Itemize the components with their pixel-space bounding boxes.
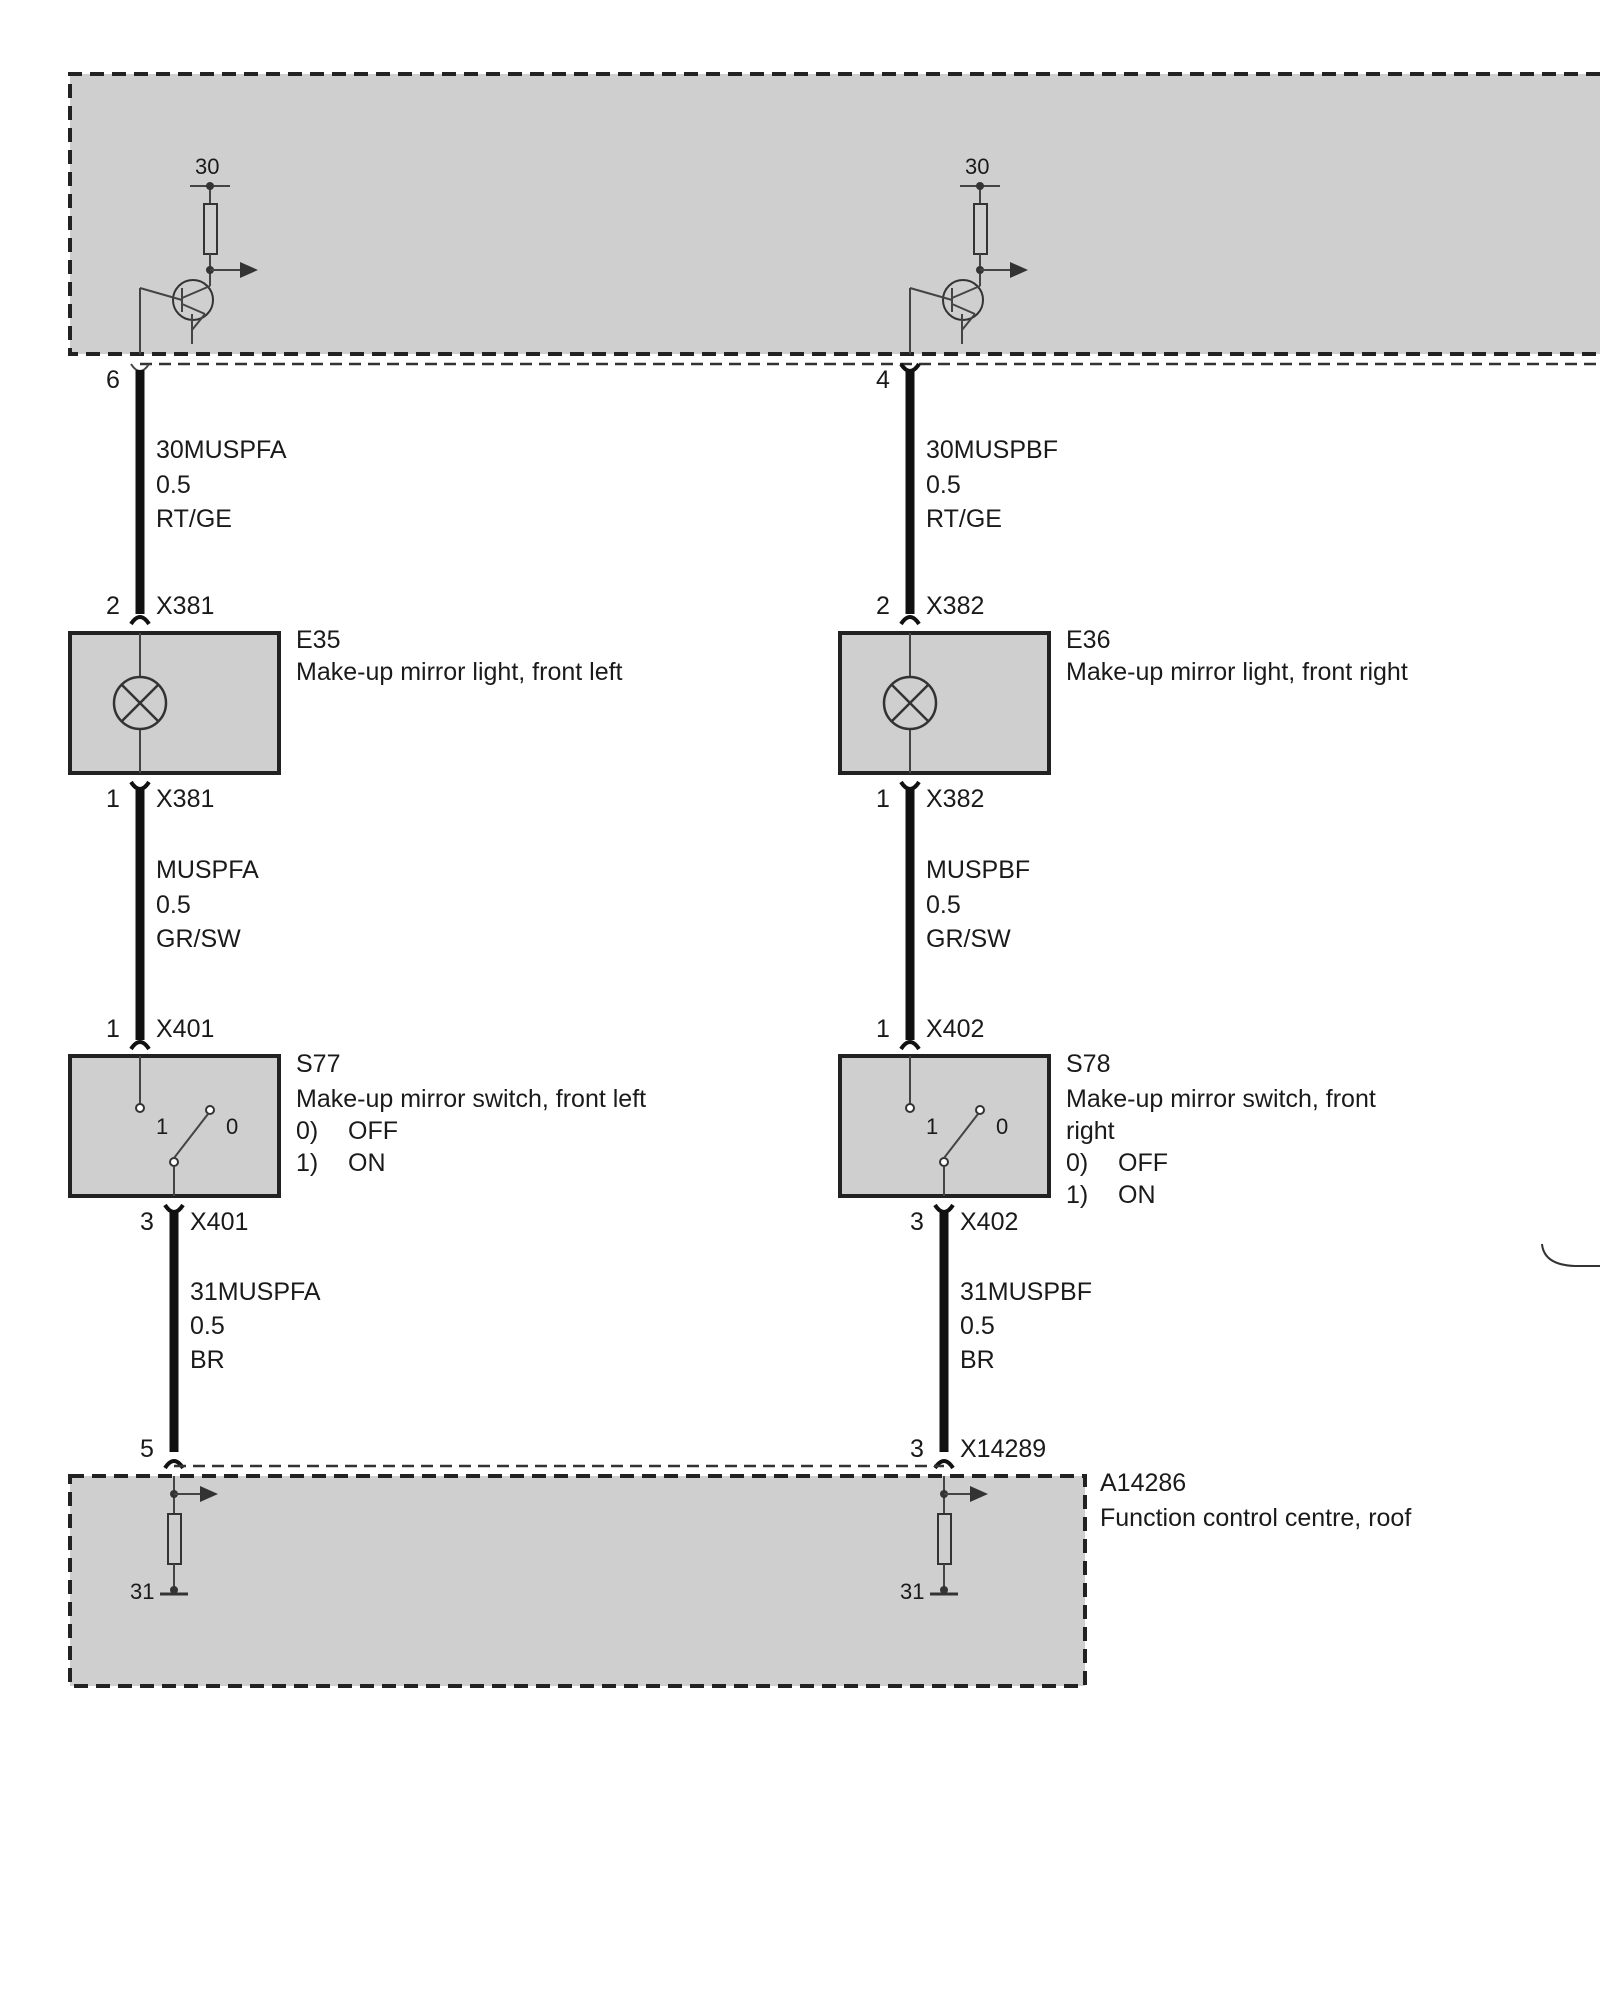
- sense-circuit-left: 31: [130, 1476, 218, 1604]
- component-id: A14286: [1100, 1469, 1186, 1497]
- ground-label: 31: [130, 1579, 154, 1604]
- contact-label: 0: [996, 1114, 1008, 1139]
- connector-label: X381: [156, 592, 214, 620]
- wire-color: GR/SW: [926, 925, 1011, 953]
- pin-label: 6: [106, 366, 120, 394]
- ground-label: 31: [900, 1579, 924, 1604]
- component-desc: Make-up mirror switch, front left: [296, 1085, 646, 1113]
- lamp-e35: [68, 631, 281, 775]
- pin-label: 1: [106, 785, 120, 813]
- supply-label-right: 30: [965, 154, 989, 179]
- component-desc: Make-up mirror light, front right: [1066, 658, 1408, 686]
- connector-label: X14289: [960, 1435, 1046, 1463]
- bottom-control-unit: A14286 Function control centre, roof 31 …: [68, 1464, 1411, 1688]
- pin-label: 1: [106, 1015, 120, 1043]
- wire-name: MUSPFA: [156, 856, 259, 884]
- wire-name: 31MUSPFA: [190, 1278, 321, 1306]
- pin-label: 3: [910, 1435, 924, 1463]
- component-id: S78: [1066, 1050, 1110, 1078]
- connector-label: X382: [926, 592, 984, 620]
- lamp-e36: [838, 631, 1051, 775]
- connector-label: X402: [960, 1208, 1018, 1236]
- signal-arrow-icon: [970, 1486, 988, 1502]
- component-desc: Function control centre, roof: [1100, 1504, 1411, 1532]
- bottom-control-unit-box: [68, 1474, 1087, 1688]
- switch-pos0-label: OFF: [348, 1117, 398, 1145]
- signal-arrow-icon: [200, 1486, 218, 1502]
- lamp-icon: [112, 675, 168, 731]
- component-id: E36: [1066, 626, 1110, 654]
- pin-label: 3: [140, 1208, 154, 1236]
- pin-label: 4: [876, 366, 890, 394]
- switch-pos0: 0): [1066, 1149, 1088, 1177]
- connector-label: X401: [190, 1208, 248, 1236]
- wire-size: 0.5: [190, 1312, 225, 1340]
- supply-label-left: 30: [195, 154, 219, 179]
- driver-circuit-right: 30: [909, 154, 1028, 354]
- driver-circuit-left: 30: [139, 154, 258, 354]
- pin-label: 1: [876, 1015, 890, 1043]
- continuation-mark: [1541, 1243, 1600, 1267]
- wire-name: 31MUSPBF: [960, 1278, 1092, 1306]
- component-desc-cont: right: [1066, 1117, 1115, 1145]
- lamp-icon: [882, 675, 938, 731]
- connector-label: X402: [926, 1015, 984, 1043]
- sense-circuit-right: 31: [900, 1476, 988, 1604]
- connector-label: X382: [926, 785, 984, 813]
- wire-size: 0.5: [926, 891, 961, 919]
- contact-label: 1: [156, 1114, 168, 1139]
- component-id: E35: [296, 626, 340, 654]
- right-chain: 4 30MUSPBF 0.5 RT/GE 2 X382 E36 Make-up …: [838, 362, 1408, 1470]
- switch-pos0: 0): [296, 1117, 318, 1145]
- wire-size: 0.5: [926, 471, 961, 499]
- wire-name: MUSPBF: [926, 856, 1030, 884]
- wire-color: RT/GE: [156, 505, 232, 533]
- contact-label: 1: [926, 1114, 938, 1139]
- wire-name: 30MUSPBF: [926, 436, 1058, 464]
- pin-label: 5: [140, 1435, 154, 1463]
- wire-name: 30MUSPFA: [156, 436, 287, 464]
- switch-icon: [905, 1056, 985, 1196]
- wire-color: BR: [190, 1346, 225, 1374]
- switch-pos1-label: ON: [1118, 1181, 1156, 1209]
- switch-pos1: 1): [1066, 1181, 1088, 1209]
- signal-arrow-icon: [1010, 262, 1028, 278]
- component-desc: Make-up mirror switch, front: [1066, 1085, 1376, 1113]
- wire-size: 0.5: [156, 471, 191, 499]
- pin-label: 2: [876, 592, 890, 620]
- connector-label: X381: [156, 785, 214, 813]
- wire-color: RT/GE: [926, 505, 1002, 533]
- switch-pos0-label: OFF: [1118, 1149, 1168, 1177]
- component-id: S77: [296, 1050, 340, 1078]
- switch-icon: [135, 1056, 215, 1196]
- component-desc: Make-up mirror light, front left: [296, 658, 623, 686]
- switch-pos1-label: ON: [348, 1149, 386, 1177]
- wire-size: 0.5: [960, 1312, 995, 1340]
- signal-arrow-icon: [240, 262, 258, 278]
- connector-label: X401: [156, 1015, 214, 1043]
- contact-label: 0: [226, 1114, 238, 1139]
- wire-color: BR: [960, 1346, 995, 1374]
- pin-label: 2: [106, 592, 120, 620]
- wire-size: 0.5: [156, 891, 191, 919]
- wire-color: GR/SW: [156, 925, 241, 953]
- left-chain: 6 30MUSPFA 0.5 RT/GE 2 X381 E35 Make-up …: [68, 363, 646, 1470]
- switch-pos1: 1): [296, 1149, 318, 1177]
- pin-label: 1: [876, 785, 890, 813]
- pin-label: 3: [910, 1208, 924, 1236]
- top-control-unit: [68, 72, 1600, 366]
- top-control-unit-box: [68, 72, 1600, 356]
